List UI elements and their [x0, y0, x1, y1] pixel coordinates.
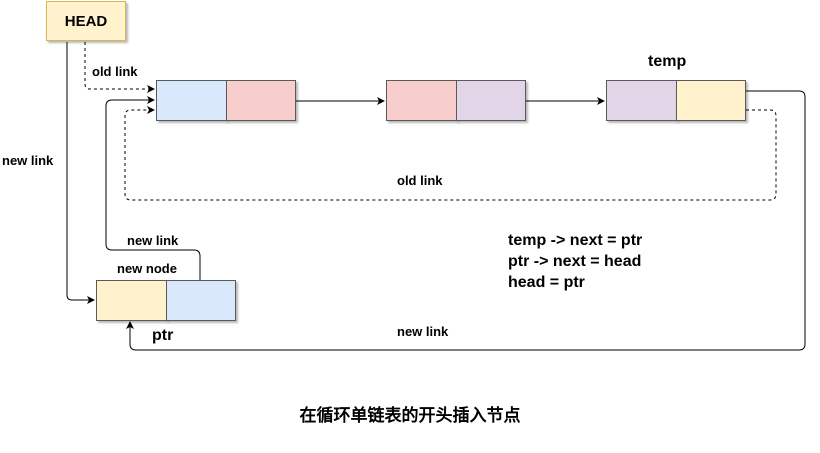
arrow-temp-old-link-loop — [124, 106, 777, 201]
new-link-label-up: new link — [127, 233, 179, 248]
head-node: HEAD — [46, 1, 126, 41]
temp-label: temp — [648, 53, 687, 70]
code-line: head = ptr — [508, 274, 585, 291]
head-label: HEAD — [64, 13, 108, 30]
arrow-head-old-link — [84, 42, 155, 93]
temp-data-cell — [606, 80, 677, 121]
code-block: temp -> next = ptr ptr -> next = head he… — [508, 230, 642, 293]
diagram-caption: 在循环单链表的开头插入节点 — [299, 406, 521, 426]
node1-data-cell — [156, 80, 227, 121]
new-node-label: new node — [117, 261, 177, 276]
new-link-label-left: new link — [2, 153, 54, 168]
arrow-ptr-new-link — [105, 96, 201, 280]
node1-next-cell — [226, 80, 296, 121]
old-link-label-top: old link — [92, 64, 138, 79]
ptr-label: ptr — [152, 327, 174, 344]
temp-next-cell — [676, 80, 746, 121]
node2-data-cell — [386, 80, 457, 121]
arrow-head-new-link — [66, 42, 95, 304]
node2-next-cell — [456, 80, 526, 121]
arrow-temp-new-link — [126, 90, 806, 351]
new-node-data-cell — [96, 280, 167, 321]
new-node-next-cell — [166, 280, 236, 321]
old-link-label-loop: old link — [397, 173, 443, 188]
code-line: ptr -> next = head — [508, 253, 642, 270]
code-line: temp -> next = ptr — [508, 232, 643, 249]
new-link-label-bottom: new link — [397, 324, 449, 339]
